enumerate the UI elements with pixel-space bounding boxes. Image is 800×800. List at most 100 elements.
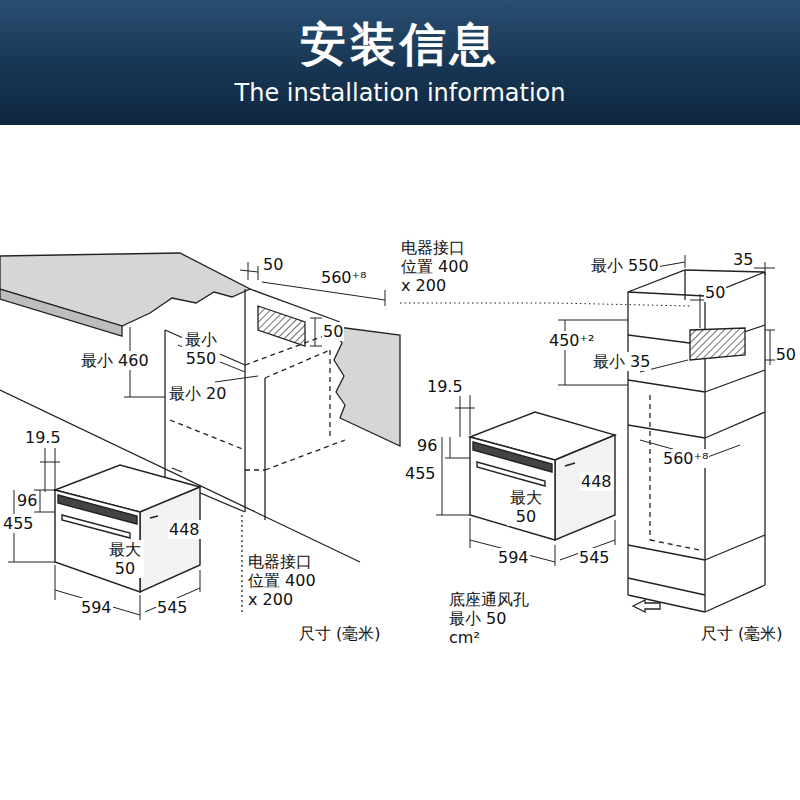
dimension-label: 594 [497, 548, 530, 567]
dimension-lines-part [40, 462, 60, 463]
dimension-label: 电器接口 位置 400 x 200 [400, 238, 474, 296]
tall-cabinet-part [628, 578, 705, 595]
tall-cabinet-part [705, 535, 765, 560]
kitchen-cabinet-part [0, 289, 122, 336]
dimension-lines-part [442, 437, 443, 515]
dimension-label: 448 [580, 472, 613, 491]
kitchen-cabinet-part [164, 330, 165, 478]
kitchen-cabinet-part [329, 350, 330, 440]
dimension-label: 594 [80, 598, 113, 617]
dimension-lines-part [55, 565, 56, 600]
oven-right [470, 412, 615, 540]
dimension-label: 35 [732, 250, 754, 269]
dimension-lines-part [555, 545, 556, 566]
tall-cabinet-part [650, 540, 700, 550]
dimension-lines-part [565, 320, 566, 385]
tall-cabinet-part [705, 370, 765, 392]
dimension-label: 545 [578, 548, 611, 567]
dimension-lines-part [258, 266, 259, 280]
dimension-lines-part [700, 294, 701, 328]
dimension-lines-part [240, 270, 258, 272]
dimension-lines [8, 262, 385, 620]
dimension-lines-part [315, 318, 316, 346]
dimension-label: 最小 20 [168, 384, 227, 403]
dimension-lines-part [40, 490, 41, 512]
dimension-lines-part [124, 397, 165, 398]
tall-cabinet-part [684, 270, 685, 300]
dimension-label: 455 [404, 464, 437, 483]
tall-cabinet-part [650, 395, 700, 550]
dimension-label: 96 [416, 436, 438, 455]
dimension-label: 最大 50 [507, 488, 545, 526]
kitchen-cabinet [0, 253, 400, 612]
dimension-lines-part [140, 595, 141, 620]
kitchen-cabinet-part [264, 378, 265, 520]
oven-left-part [140, 487, 200, 592]
dimension-lines-part [450, 437, 451, 458]
kitchen-cabinet-part [258, 306, 305, 346]
kitchen-cabinet-part [265, 350, 330, 378]
tall-cabinet-part [690, 328, 745, 360]
dimension-label: 96 [16, 491, 38, 510]
dimension-lines-part [385, 290, 386, 306]
tall-cabinet-part [628, 425, 705, 438]
dimension-lines-part [310, 318, 322, 319]
dimension-lines-part [310, 346, 322, 347]
dimension-lines-part [685, 255, 686, 268]
dimension-lines-part [445, 458, 470, 459]
dimension-label: 50 [704, 283, 726, 302]
leader-line-part [400, 303, 690, 306]
dimension-lines-part [765, 330, 775, 331]
kitchen-cabinet-part [265, 440, 345, 470]
tall-cabinet [628, 270, 765, 612]
oven-right-part [555, 435, 615, 540]
dimension-label: 545 [156, 598, 189, 617]
dimension-label: 底座通风孔 最小 50 cm² [448, 590, 540, 648]
dimension-lines-part [436, 515, 470, 516]
kitchen-cabinet-part [0, 390, 360, 562]
subtitle-text: The installation information [235, 80, 566, 106]
kitchen-cabinet-part [170, 420, 245, 450]
dimension-lines-part [8, 562, 55, 563]
kitchen-cabinet-part [0, 253, 250, 326]
oven-left [55, 465, 200, 592]
dimension-lines-part [200, 570, 201, 592]
dimension-lines-part [705, 445, 740, 458]
tall-cabinet-part [705, 412, 765, 438]
dimension-label: 455 [2, 514, 35, 533]
dimension-lines-part [460, 395, 461, 437]
dimension-lines-part [558, 385, 628, 386]
oven-right-part [477, 462, 545, 486]
tall-cabinet-part [627, 292, 628, 595]
tall-cabinet-part [628, 595, 705, 612]
oven-left-part [150, 516, 158, 518]
dimension-lines-part [45, 448, 46, 492]
dimension-lines-part [765, 262, 766, 275]
dimension-label: 尺寸 (毫米) [298, 624, 382, 643]
kitchen-cabinet-part [245, 469, 265, 470]
leader-line [400, 303, 690, 306]
dimension-lines-part [470, 518, 471, 548]
dimension-lines-part [455, 408, 475, 409]
kitchen-cabinet-part [244, 289, 245, 512]
dimension-label: 50 [322, 322, 344, 341]
dimension-label: 50 [775, 345, 797, 364]
dimension-label: 最小 35 [592, 352, 651, 371]
oven-right-part [470, 437, 555, 540]
dimension-lines-part [55, 448, 56, 490]
dimension-label: 最小 550 [182, 330, 220, 368]
dimension-lines-part [615, 520, 616, 545]
dimension-label: 最大 50 [106, 540, 144, 578]
tall-cabinet-part [633, 600, 660, 612]
tall-cabinet-part [649, 395, 650, 540]
dimension-lines-part [215, 376, 258, 382]
tall-cabinet-part [764, 272, 765, 585]
dimension-label: 50 [262, 255, 284, 274]
tall-cabinet-part [705, 585, 765, 612]
dimension-label: 尺寸 (毫米) [700, 624, 784, 643]
kitchen-cabinet-part [241, 515, 242, 612]
dimension-label: 19.5 [24, 428, 62, 447]
dimension-label: 450⁺² [548, 331, 595, 350]
dimension-lines-part [765, 360, 775, 361]
